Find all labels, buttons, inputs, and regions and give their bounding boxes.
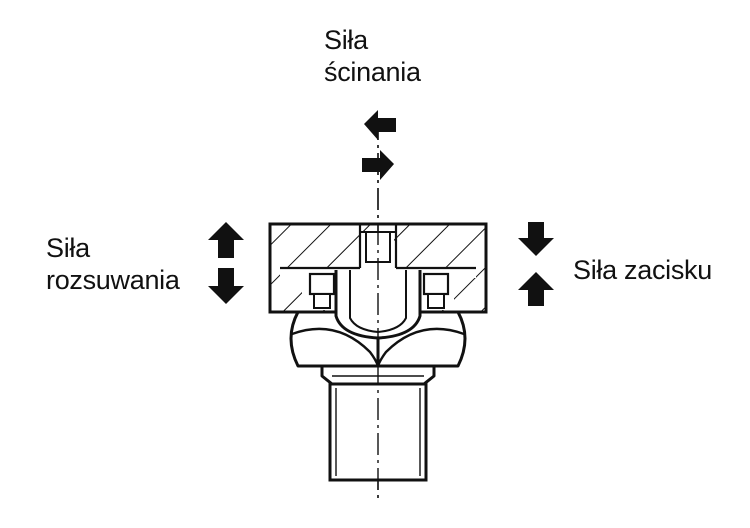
clamping-arrow-down-icon bbox=[518, 222, 554, 256]
shear-arrow-right-icon bbox=[362, 150, 394, 180]
clamp-body bbox=[289, 270, 467, 482]
shear-arrow-left-icon bbox=[364, 110, 396, 140]
label-clamping-force: Siła zacisku bbox=[573, 254, 712, 286]
label-clamping-text: Siła zacisku bbox=[573, 255, 712, 285]
label-shear-line1: Siła bbox=[324, 25, 368, 55]
label-spreading-force: Siła rozsuwania bbox=[46, 232, 180, 296]
label-spreading-line1: Siła bbox=[46, 233, 90, 263]
spreading-arrow-up-icon bbox=[208, 222, 244, 258]
spreading-arrow-down-icon bbox=[208, 268, 244, 304]
label-shear-force: Siła ścinania bbox=[324, 24, 421, 88]
label-spreading-line2: rozsuwania bbox=[46, 265, 180, 295]
clamping-arrow-up-icon bbox=[518, 272, 554, 306]
label-shear-line2: ścinania bbox=[324, 57, 421, 87]
